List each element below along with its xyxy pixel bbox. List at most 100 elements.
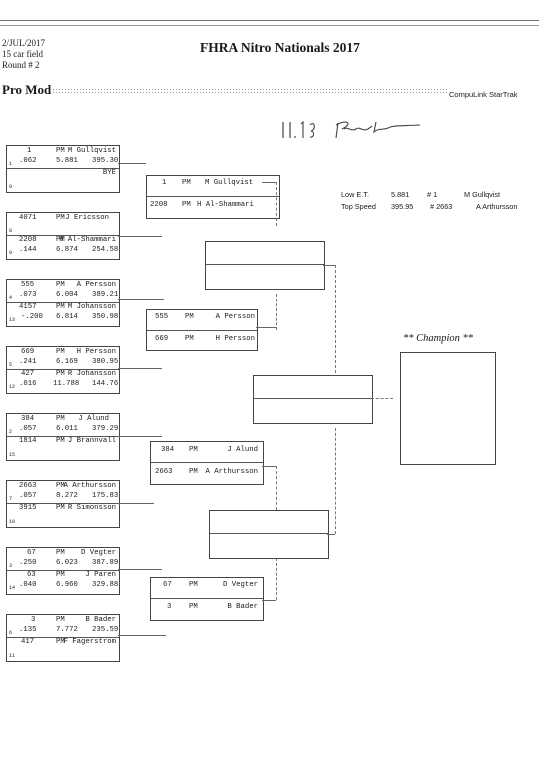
matchup-divider	[206, 264, 324, 265]
speed: 235.59	[92, 626, 119, 634]
driver-name: J Alund	[78, 415, 109, 423]
field-size: 15 car field	[2, 49, 43, 59]
car-class: PM	[56, 147, 65, 155]
event-date: 2/JUL/2017	[2, 38, 46, 48]
car-number: 2663	[155, 468, 173, 476]
driver-name: R Johansson	[67, 370, 116, 378]
car-class: PM	[56, 348, 65, 356]
driver-name: J Paren	[85, 571, 116, 579]
elapsed-time: 6.814	[56, 313, 78, 321]
matchup-divider	[147, 196, 279, 197]
driver-name: B Bader	[85, 616, 116, 624]
driver-name: M Johansson	[67, 303, 116, 311]
seed: 11	[9, 653, 16, 659]
car-class: PM	[189, 581, 198, 589]
reaction-time: .241	[19, 358, 37, 366]
connector	[118, 368, 162, 369]
car-number: 1814	[19, 437, 37, 445]
car-number: 3	[31, 616, 36, 624]
seed: 4	[9, 295, 13, 301]
connector	[118, 436, 162, 437]
r1-matchup-7: 67 PM D Vegter 3 .250 6.023 387.89 63 PM…	[6, 547, 120, 595]
reaction-time: .135	[19, 626, 37, 634]
elapsed-time: 6.023	[56, 559, 78, 567]
car-number: 1	[27, 147, 32, 155]
driver-name: D Vegter	[80, 549, 116, 557]
car-class: PM	[56, 303, 65, 311]
low-et-label: Low E.T.	[341, 190, 369, 199]
car-class: PM	[56, 616, 65, 624]
round-label: Round # 2	[2, 60, 40, 70]
dotted-rule	[52, 88, 448, 94]
car-class: PM	[56, 482, 65, 490]
elapsed-time: 6.874	[56, 246, 78, 254]
matchup-divider	[7, 235, 119, 236]
reaction-time: .073	[19, 291, 37, 299]
car-class: PM	[56, 370, 65, 378]
r1-matchup-6: 2663 PM A Arthursson 7 .057 8.272 175.83…	[6, 480, 120, 528]
connector	[118, 635, 166, 636]
driver-name: D Vegter	[222, 581, 258, 589]
car-class: PM	[56, 236, 65, 244]
dashed-connector	[335, 265, 336, 373]
car-number: 3	[167, 603, 172, 611]
car-number: 2208	[19, 236, 37, 244]
matchup-divider	[151, 462, 263, 463]
speed: 329.88	[92, 581, 119, 589]
driver-name: H Al-Shammari	[197, 201, 254, 209]
r2-matchup-3: 384 PM J Alund 2663 PM A Arthursson	[150, 441, 264, 485]
connector	[118, 236, 162, 237]
champion-box	[400, 352, 496, 465]
top-speed-label: Top Speed	[341, 202, 376, 211]
driver-name: H Al-Shammari	[59, 236, 116, 244]
r2-matchup-2: 555 PM A Persson 669 PM H Persson	[146, 309, 258, 351]
car-class: PM	[56, 281, 65, 289]
car-class: PM	[56, 638, 65, 646]
car-number: 1	[162, 179, 167, 187]
driver-name: J Ericsson	[65, 214, 109, 222]
driver-name: F Fagerstrom	[63, 638, 116, 646]
dashed-connector	[371, 398, 393, 399]
r1-matchup-4: 669 PM H Persson 5 .241 6.169 380.95 427…	[6, 346, 120, 394]
driver-name: B Bader	[227, 603, 258, 611]
class-name: Pro Mod	[2, 82, 52, 97]
connector	[118, 569, 162, 570]
seed: 14	[9, 585, 16, 591]
connector	[118, 299, 164, 300]
r1-matchup-2: 4071 PM J Ericsson 8 2208 PM H Al-Shamma…	[6, 212, 120, 260]
dashed-connector	[276, 558, 277, 600]
speed: 395.30	[92, 157, 119, 165]
speed: 175.83	[92, 492, 119, 500]
car-class: PM	[56, 549, 65, 557]
connector	[323, 265, 335, 266]
car-number: 669	[21, 348, 35, 356]
connector	[256, 327, 276, 328]
car-class: PM	[182, 201, 191, 209]
speed: 387.89	[92, 559, 119, 567]
timing-system: CompuLink StarTrak	[449, 90, 518, 99]
top-rule	[0, 20, 539, 21]
handwritten-signature	[282, 120, 421, 139]
driver-name: J Alund	[227, 446, 258, 454]
matchup-divider	[7, 436, 119, 437]
elapsed-time: 8.272	[56, 492, 78, 500]
connector	[262, 600, 276, 601]
elapsed-time: 6.011	[56, 425, 78, 433]
car-number: 63	[27, 571, 36, 579]
car-number: 427	[21, 370, 35, 378]
speed: 380.95	[92, 358, 119, 366]
seed: 7	[9, 496, 13, 502]
semifinal-2	[209, 510, 329, 559]
car-number: 555	[21, 281, 35, 289]
car-number: 417	[21, 638, 35, 646]
car-class: PM	[56, 437, 65, 445]
connector	[118, 163, 146, 164]
reaction-time: -.200	[21, 313, 43, 321]
matchup-divider	[7, 369, 119, 370]
driver-name: A Arthursson	[63, 482, 116, 490]
elapsed-time: 5.881	[56, 157, 78, 165]
champion-label: ** Champion **	[403, 333, 474, 344]
matchup-divider	[151, 598, 263, 599]
page-title: FHRA Nitro Nationals 2017	[200, 40, 360, 55]
reaction-time: .057	[19, 425, 37, 433]
